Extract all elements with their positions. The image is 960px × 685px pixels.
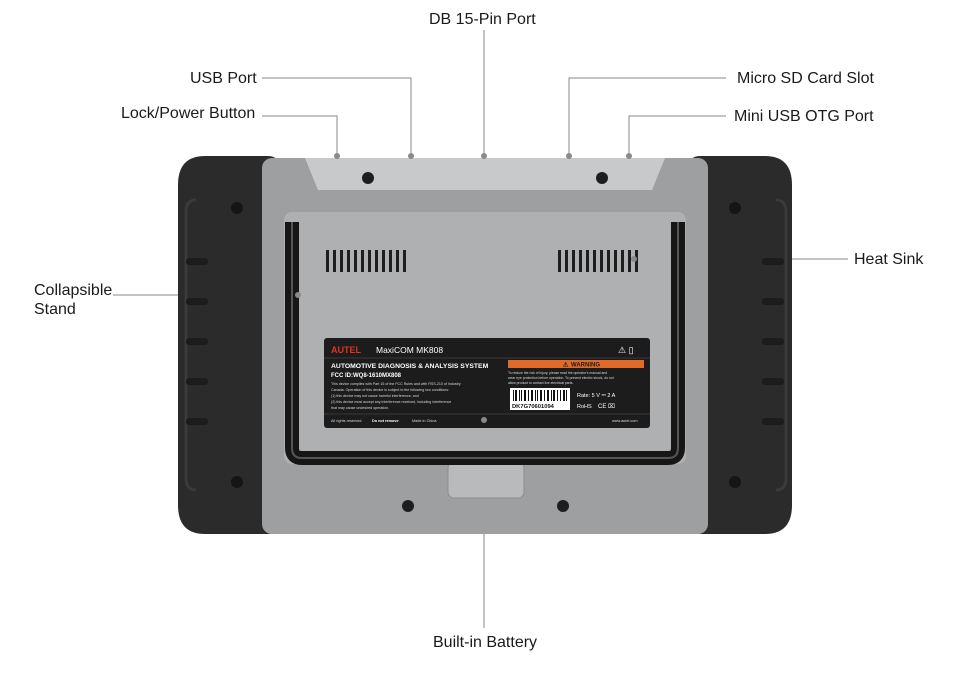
label-compliance-line: that may cause undesired operation. <box>331 406 389 410</box>
left-bumper <box>178 156 280 534</box>
screw-icon <box>362 172 374 184</box>
leader-line-lock-power <box>262 115 338 156</box>
warning-banner-label: ⚠ <box>563 362 569 369</box>
db15-port <box>481 153 487 159</box>
label-fcc: FCC ID:WQ8-1610MX808 <box>331 373 402 379</box>
label-system: AUTOMOTIVE DIAGNOSIS & ANALYSIS SYSTEM <box>331 363 489 370</box>
product-label: AUTEL MaxiCOM MK808 ⚠ ▯ AUTOMOTIVE DIAGN… <box>324 338 650 428</box>
label-model: MaxiCOM MK808 <box>376 345 443 355</box>
callout-collapsible-stand-line2: Stand <box>34 301 76 318</box>
callout-collapsible-stand: Collapsible Stand <box>34 281 112 319</box>
leader-line-usb-port <box>262 77 412 156</box>
warning-banner-text: WARNING <box>571 363 600 369</box>
warning-symbol-icon: ⚠ ▯ <box>618 345 634 355</box>
usb-port <box>408 153 414 159</box>
right-bumper <box>688 156 792 534</box>
warning-text-line: wear eye protection before operation. To… <box>508 376 614 380</box>
warning-text-line: To reduce the risk of injury, please rea… <box>508 371 607 375</box>
warning-text-line: allow product to contact live electrical… <box>508 381 573 385</box>
label-brand: AUTEL <box>331 345 361 355</box>
callout-collapsible-stand-line1: Collapsible <box>34 282 113 299</box>
callout-heat-sink: Heat Sink <box>854 251 924 268</box>
leader-line-micro-sd <box>568 77 726 156</box>
label-compliance-line: Canada. Operation of this device is subj… <box>331 388 449 392</box>
callout-usb-port: USB Port <box>190 70 257 87</box>
label-do-not-remove: Do not remove <box>372 419 399 423</box>
label-rights: All rights reserved. <box>331 419 362 423</box>
heat-sink-left <box>326 250 406 272</box>
label-rate: Rate: 5 V ⎓ 2 A <box>577 393 616 399</box>
label-website: www.autel.com <box>612 419 638 423</box>
lock-power-button <box>334 153 340 159</box>
label-compliance-line: This device complies with Part 15 of the… <box>331 382 461 386</box>
callout-built-in-battery: Built-in Battery <box>433 634 538 651</box>
ce-mark-icon: CE ⌧ <box>598 403 615 410</box>
screw-icon <box>557 500 569 512</box>
warning-banner <box>508 360 644 368</box>
callout-mini-usb-otg-port: Mini USB OTG Port <box>734 108 874 125</box>
heat-sink-right <box>558 250 638 272</box>
callout-micro-sd-card-slot: Micro SD Card Slot <box>737 70 874 87</box>
serial-number: DK7G70601094 <box>512 404 555 410</box>
collapsible-stand <box>285 222 685 465</box>
port-markers <box>334 153 632 159</box>
leader-line-mini-usb <box>628 115 726 156</box>
label-made-in: Made in China <box>412 419 437 423</box>
mini-usb-otg-port <box>626 153 632 159</box>
screw-icon <box>402 500 414 512</box>
callout-db15-pin-port: DB 15-Pin Port <box>429 11 536 28</box>
barcode: DK7G70601094 <box>510 388 570 410</box>
label-compliance-line: (2) this device must accept any interfer… <box>331 400 451 404</box>
micro-sd-slot <box>566 153 572 159</box>
screw-icon <box>596 172 608 184</box>
callout-lock-power-button: Lock/Power Button <box>121 105 256 122</box>
label-compliance-line: (1) this device may not cause harmful in… <box>331 394 419 398</box>
label-rohs: RoHS <box>577 404 592 410</box>
